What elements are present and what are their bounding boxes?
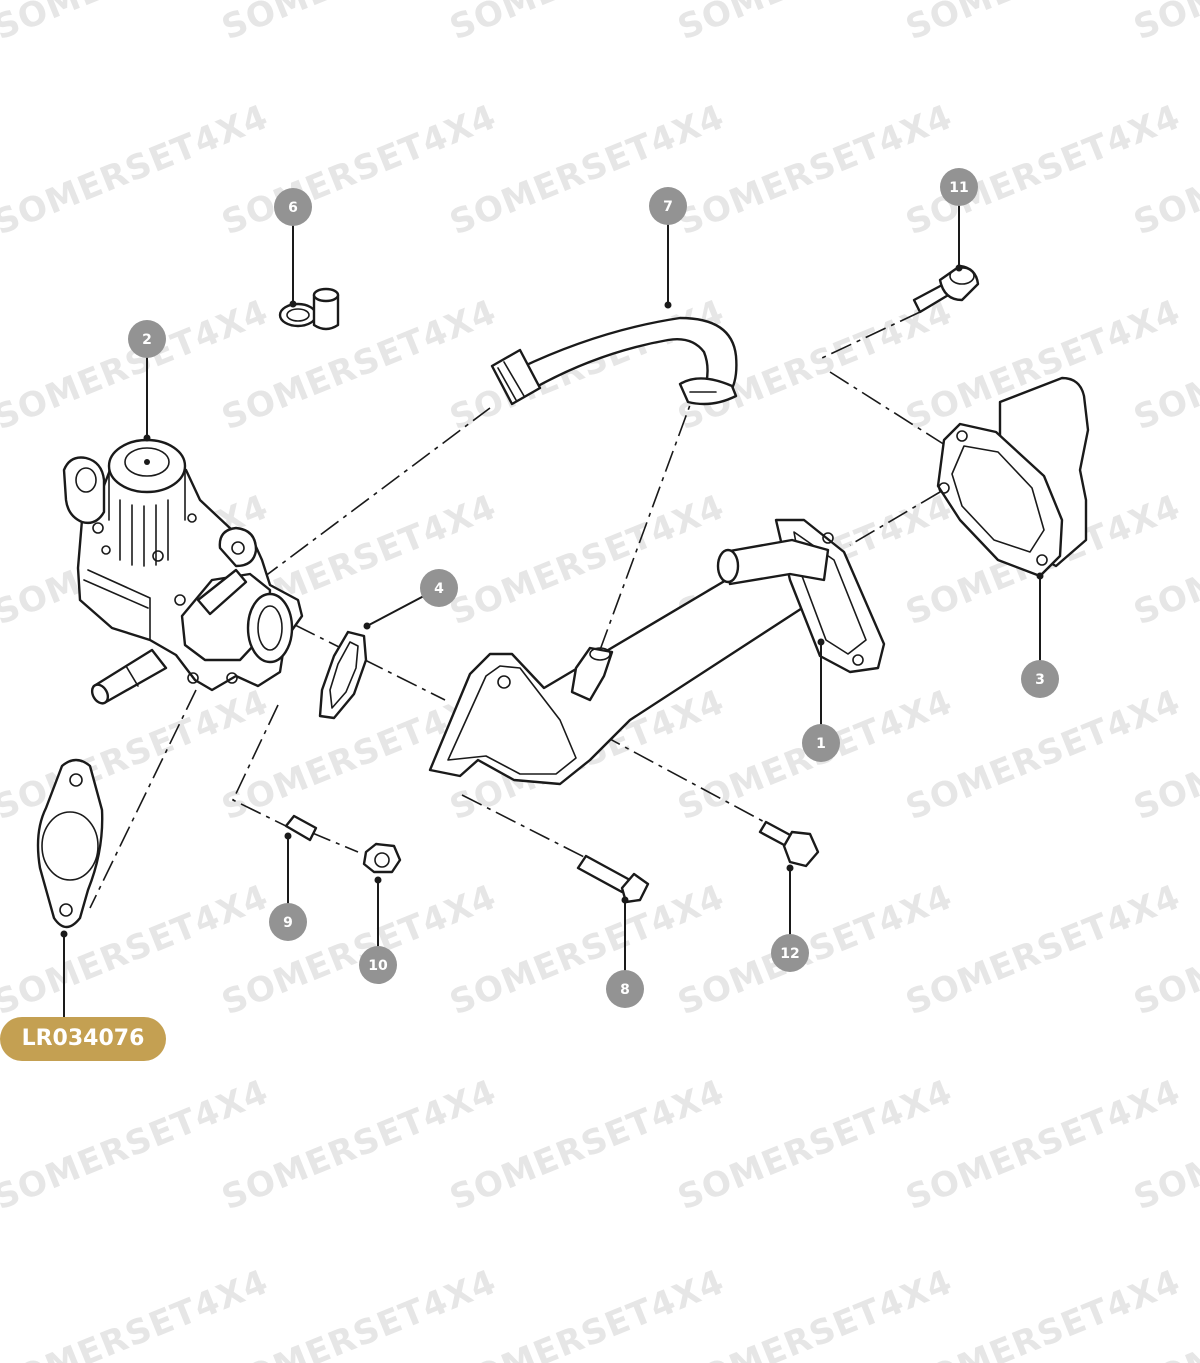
callout-1-label: 1 — [816, 736, 826, 752]
callout-9-label: 9 — [283, 915, 293, 931]
egr-gasket-lr034076 — [36, 758, 104, 929]
bolt-12 — [758, 820, 820, 868]
callout-1: 1 — [802, 724, 840, 762]
callout-2-label: 2 — [142, 332, 152, 348]
callout-6: 6 — [274, 188, 312, 226]
hose-clip-coupling — [278, 287, 340, 331]
coolant-hose — [490, 316, 738, 406]
callout-10: 10 — [359, 946, 397, 984]
callout-7: 7 — [649, 187, 687, 225]
callout-9: 9 — [269, 903, 307, 941]
callout-10-label: 10 — [368, 958, 388, 974]
callout-4: 4 — [420, 569, 458, 607]
callout-2: 2 — [128, 320, 166, 358]
callout-11-label: 11 — [949, 180, 968, 196]
callout-3-label: 3 — [1035, 672, 1045, 688]
bolt-8 — [576, 854, 650, 904]
nut-10 — [362, 842, 402, 874]
part-number-badge[interactable]: LR034076 — [0, 1017, 166, 1061]
callout-12-label: 12 — [780, 946, 799, 962]
egr-cooler — [428, 518, 886, 786]
callout-4-label: 4 — [434, 581, 444, 597]
bolt-11 — [912, 264, 980, 314]
callout-7-label: 7 — [663, 199, 673, 215]
callout-6-label: 6 — [288, 200, 298, 216]
callout-8-label: 8 — [620, 982, 630, 998]
callout-11: 11 — [940, 168, 978, 206]
egr-valve-gasket — [318, 630, 368, 720]
callout-3: 3 — [1021, 660, 1059, 698]
stud-9 — [284, 814, 318, 842]
callout-12: 12 — [771, 934, 809, 972]
egr-valve — [62, 438, 304, 705]
watermark-text: SOMERSET4X4 — [0, 1262, 274, 1363]
cooler-gasket — [936, 376, 1090, 578]
callout-8: 8 — [606, 970, 644, 1008]
watermark-text: SOMERSET4X4 — [1128, 0, 1200, 48]
